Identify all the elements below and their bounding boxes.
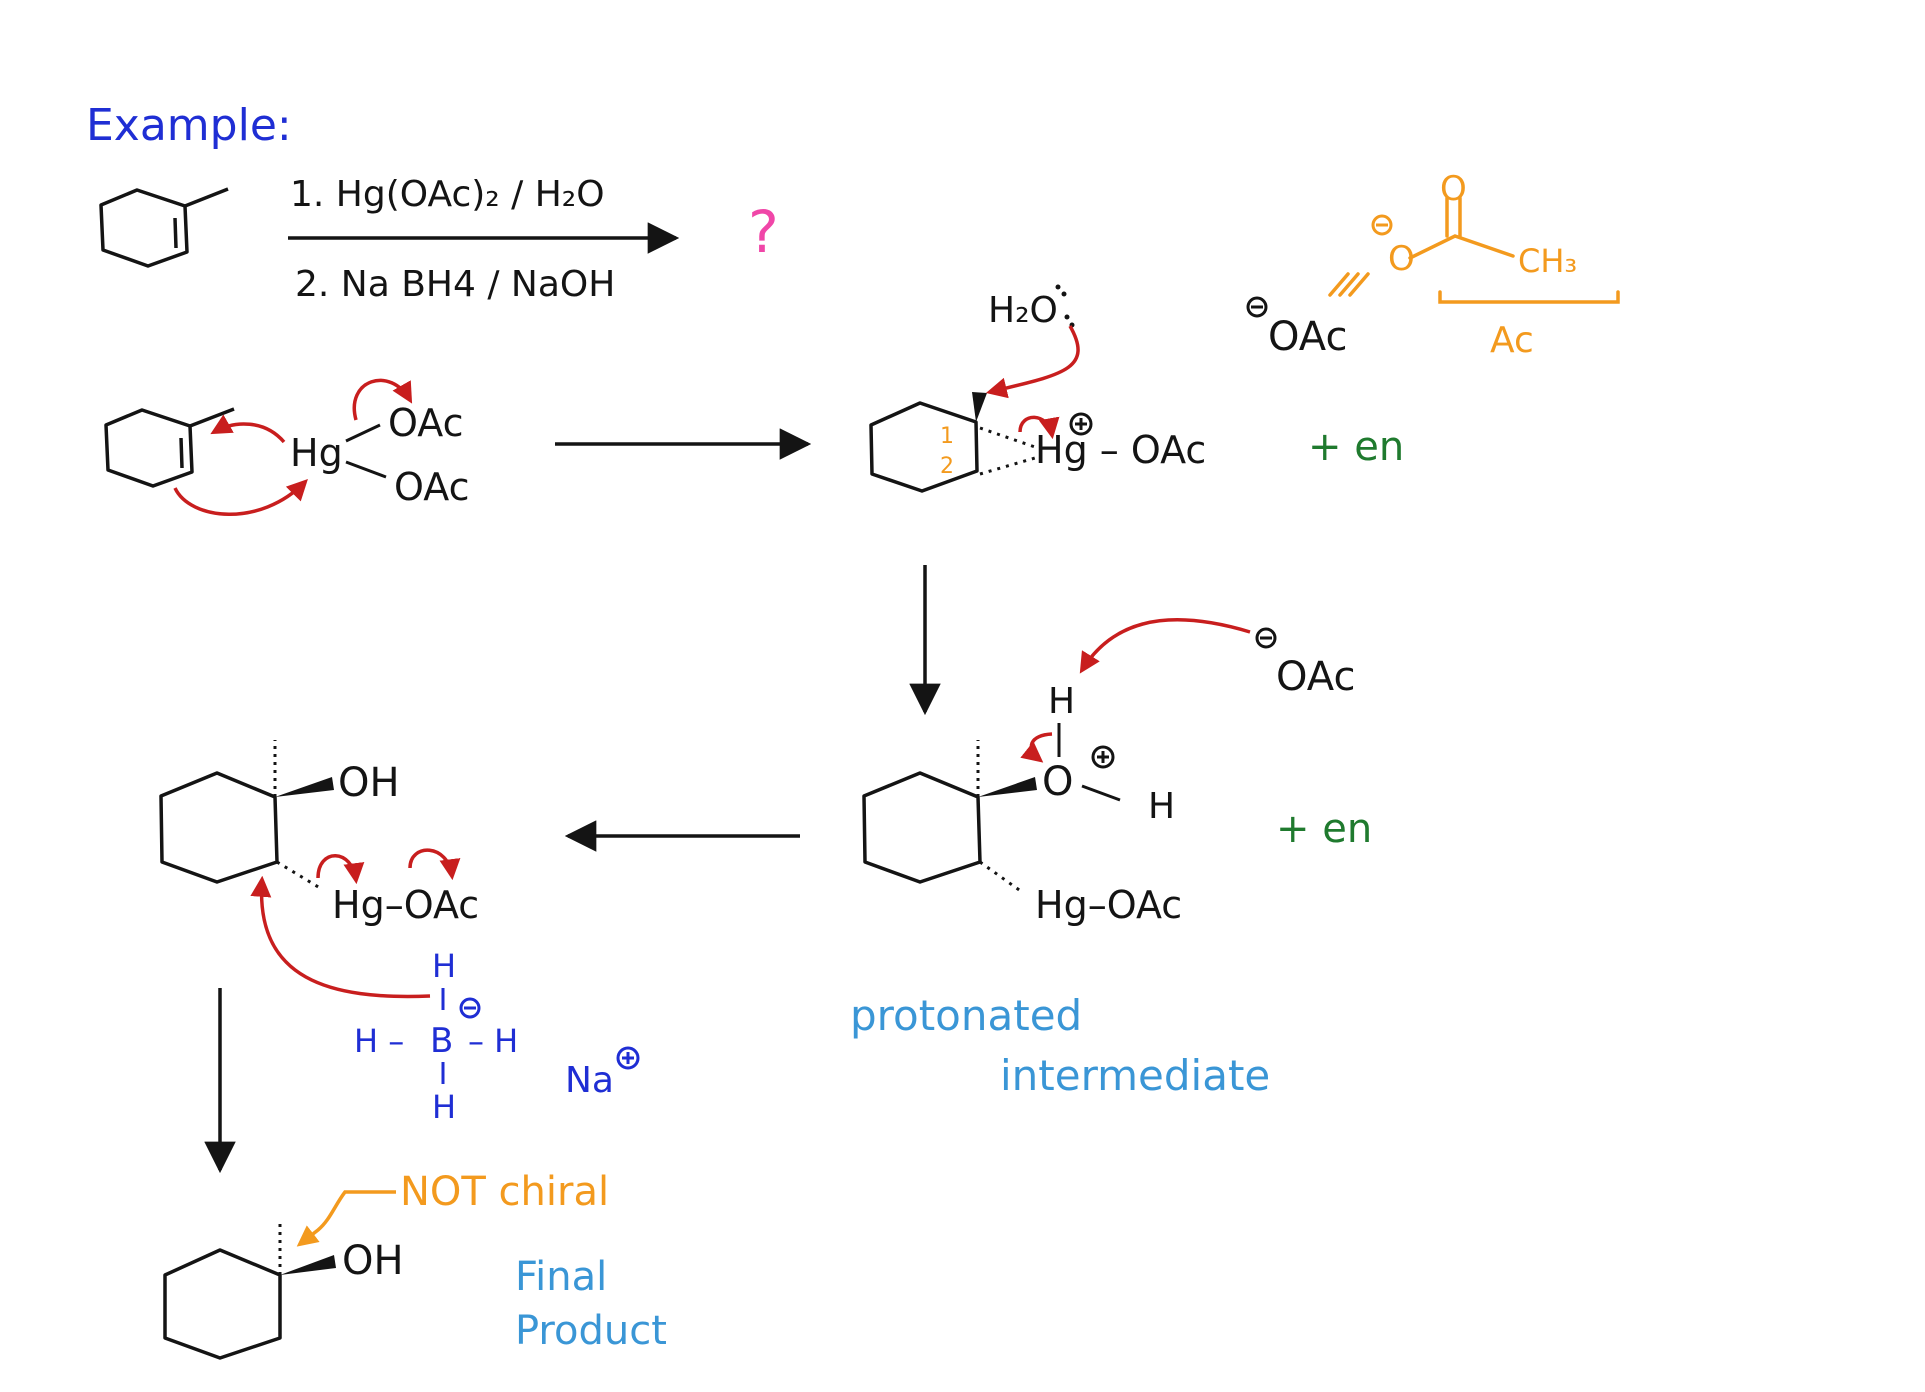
- step-c-oxygen: O: [1042, 759, 1073, 805]
- acetate-negative-charge: [1371, 214, 1393, 236]
- product-not-chiral-arrow: [296, 1190, 396, 1247]
- step-c-caption-line1: protonated: [850, 991, 1082, 1040]
- step-d-boron-negative-charge: [459, 997, 481, 1019]
- step-d-wedge-to-oh: [275, 777, 334, 797]
- step-a-arrow-bond-to-oac: [352, 378, 413, 421]
- step-d-arrow-hg-oac-bond: [408, 848, 461, 881]
- step-a-hg: Hg: [290, 431, 343, 475]
- product-caption-line1: Final: [515, 1254, 607, 1300]
- step-a-oac-bottom: OAc: [394, 465, 469, 509]
- step-b-hg-oac: Hg – OAc: [1035, 428, 1206, 472]
- step-d-borohydride: H H – B – H H: [354, 947, 518, 1126]
- reagent-step-2: 2. Na BH4 / NaOH: [295, 264, 615, 305]
- step-d-sodium-positive-charge: [616, 1046, 640, 1070]
- step-d-arrow-c-hg-bond: [316, 854, 365, 885]
- step-c-acetate: OAc: [1276, 654, 1355, 700]
- step-d-oh: OH: [338, 760, 400, 806]
- step-b-water-lone-pairs: [1055, 284, 1075, 328]
- step-b-arrow-bond-to-hg: [1018, 415, 1060, 440]
- step-d-h-bottom: H: [432, 1088, 456, 1126]
- acetyl-label: Ac: [1490, 320, 1534, 361]
- acetate-anion-o: O: [1388, 239, 1415, 279]
- step-c-en: + en: [1276, 806, 1372, 852]
- step-b-carbon-1: 1: [940, 424, 954, 449]
- step-b-arrow-water-attack: [985, 325, 1080, 399]
- step-a-arrow-hg-to-alkene: [210, 414, 286, 444]
- unknown-product: ?: [748, 198, 779, 266]
- acetate-carbonyl-o: O: [1440, 169, 1467, 209]
- product-caption-line2: Product: [515, 1308, 667, 1354]
- product-oh: OH: [342, 1238, 404, 1284]
- step-c-ring: [862, 771, 982, 884]
- product-wedge-to-oh: [280, 1255, 336, 1275]
- step-d-h-right: – H: [468, 1022, 518, 1060]
- step-c-caption-line2: intermediate: [1000, 1051, 1270, 1100]
- free-acetate: OAc: [1246, 296, 1347, 360]
- example-title: Example:: [86, 100, 292, 151]
- step-c-o-positive-charge: [1091, 745, 1115, 769]
- step-c-acetate-negative-charge: [1255, 627, 1277, 649]
- step-c-h-top: H: [1048, 681, 1075, 722]
- step-a-arrow-pi-to-hg: [173, 479, 308, 516]
- step-b-en: + en: [1308, 424, 1404, 470]
- step-c-wedge-to-o: [978, 777, 1037, 797]
- step-d-sodium: Na: [565, 1060, 614, 1101]
- step-c-hg-oac: Hg–OAc: [1035, 883, 1182, 927]
- step-d-hg-oac: Hg–OAc: [332, 883, 479, 927]
- step-b-carbon-2: 2: [940, 454, 954, 479]
- step-d-boron: B: [430, 1021, 453, 1061]
- product-not-chiral-note: NOT chiral: [400, 1169, 609, 1215]
- step-c-h-right: H: [1148, 786, 1175, 827]
- product-ring: [163, 1248, 282, 1360]
- step-d-ring: [159, 771, 279, 884]
- free-acetate-label: OAc: [1268, 314, 1347, 360]
- step-c-arrow-deprotonation: [1079, 618, 1251, 674]
- step-a-oac-top: OAc: [388, 401, 463, 445]
- starting-alkene: [99, 187, 229, 268]
- acetate-structure: O O CH₃ Ac: [1328, 169, 1620, 361]
- step-b-dashed-bonds: [979, 426, 1036, 476]
- step-a-alkene: [104, 407, 235, 488]
- step-b-water: H₂O: [988, 290, 1058, 331]
- step-d-arrow-hydride-transfer: [250, 875, 431, 999]
- step-b-methyl-wedge: [972, 392, 987, 422]
- step-d-h-top: H: [432, 947, 456, 985]
- step-b-hg-positive-charge: [1069, 412, 1093, 436]
- step-c-arrow-oh-bond: [1020, 732, 1053, 763]
- acetate-methyl: CH₃: [1518, 242, 1577, 280]
- step-d-h-left: H –: [354, 1022, 404, 1060]
- step-b-ring: [869, 401, 979, 493]
- reagent-step-1: 1. Hg(OAc)₂ / H₂O: [290, 174, 605, 215]
